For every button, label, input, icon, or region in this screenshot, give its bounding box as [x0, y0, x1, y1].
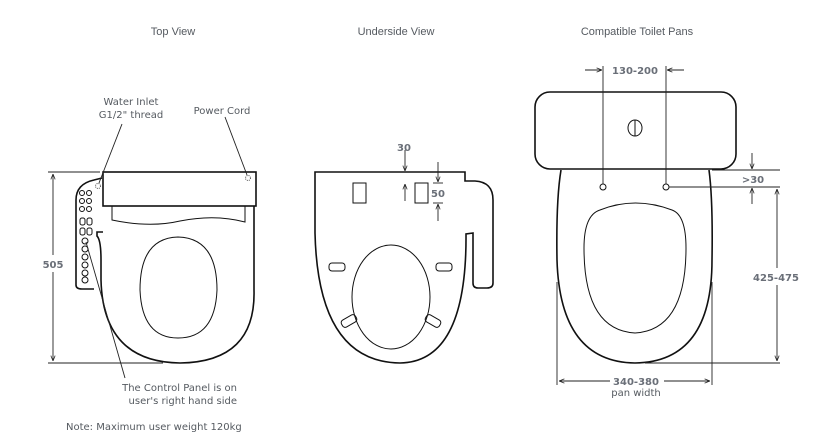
- control-panel-outline: [75, 177, 103, 290]
- bumper-lower-left: [340, 314, 358, 328]
- length-505-label: 505: [43, 260, 64, 271]
- underside-view-title: Underside View: [358, 26, 435, 38]
- seat-outline: [96, 206, 255, 364]
- cistern: [534, 91, 737, 170]
- underside-view-drawing: [314, 150, 494, 364]
- pan-outline: [556, 169, 713, 364]
- compatible-pan-drawing: [534, 66, 780, 385]
- water-inlet-thread-label: G1/2" thread: [99, 110, 163, 121]
- mount-hole-right: [662, 183, 670, 191]
- bumper-right: [435, 262, 453, 272]
- seat-body-lower: [111, 206, 246, 225]
- bracket-slot-right: [414, 182, 429, 204]
- pan-width-label: 340-380: [613, 377, 659, 388]
- pan-width-caption: pan width: [611, 388, 661, 399]
- mount-hole-left: [599, 183, 607, 191]
- seat-opening: [139, 236, 218, 339]
- control-panel-buttons: [79, 190, 93, 284]
- bumper-lower-right: [424, 314, 442, 328]
- top-view-drawing: [48, 116, 257, 379]
- pan-length-label: 425-475: [753, 273, 799, 284]
- water-inlet-icon: [95, 183, 101, 189]
- underside-outline: [314, 171, 494, 364]
- power-cord-icon: [245, 175, 251, 181]
- water-inlet-label: Water Inlet: [104, 97, 159, 108]
- hole-offset-label: >30: [742, 175, 764, 186]
- underside-opening: [351, 244, 431, 350]
- pan-opening: [583, 202, 687, 334]
- top-view-title: Top View: [151, 26, 195, 38]
- weight-note: Note: Maximum user weight 120kg: [66, 422, 242, 433]
- seat-body-box: [102, 171, 257, 207]
- power-cord-label: Power Cord: [194, 106, 251, 117]
- underside-30-label: 30: [397, 143, 411, 154]
- compatible-pans-title: Compatible Toilet Pans: [581, 26, 694, 38]
- control-panel-label-2: user's right hand side: [129, 396, 237, 407]
- control-panel-label-1: The Control Panel is on: [121, 383, 237, 394]
- underside-50-label: 50: [431, 189, 445, 200]
- bracket-slot-left: [352, 182, 367, 204]
- hole-spacing-label: 130-200: [612, 66, 658, 77]
- bumper-left: [328, 262, 346, 272]
